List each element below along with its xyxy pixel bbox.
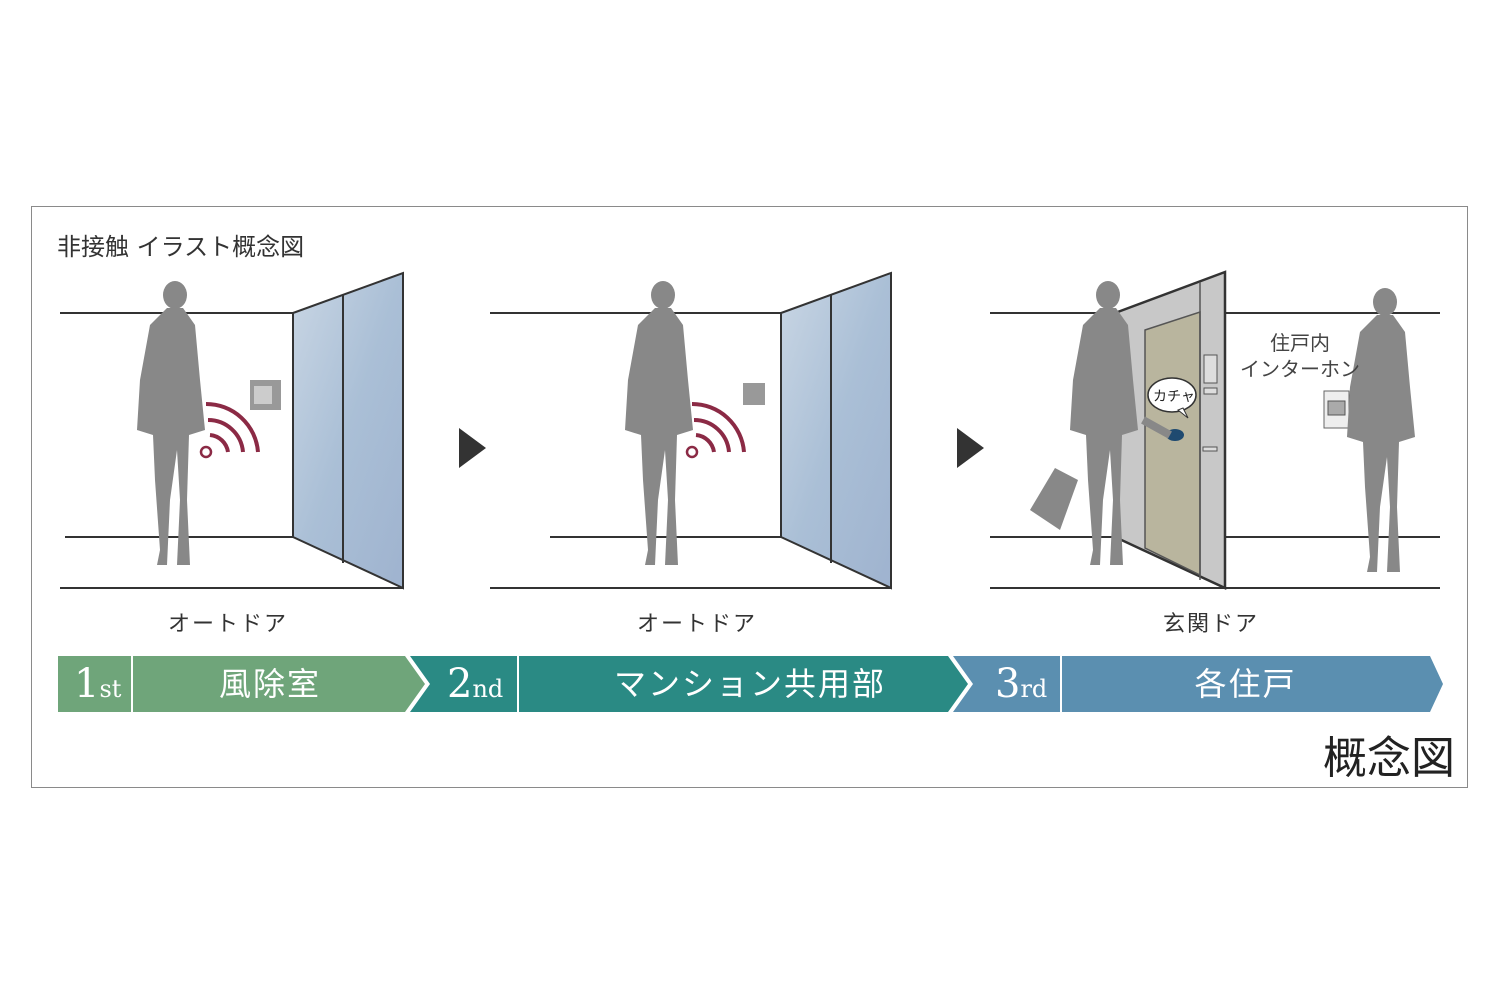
panel-2-scene — [490, 271, 892, 590]
speech-text: カチャ — [1153, 389, 1195, 405]
step-suffix: rd — [1020, 675, 1048, 703]
next-arrow-icon — [459, 428, 486, 468]
caption-auto-door-1: オートドア — [168, 612, 289, 637]
wireless-signal-icon — [691, 401, 746, 453]
caption-auto-door-2: オートドア — [637, 612, 758, 637]
intercom-label-line1: 住戸内 — [1270, 331, 1330, 355]
caption-entrance-door: 玄関ドア — [1163, 612, 1260, 637]
step-1-number: 1st — [74, 656, 121, 712]
step-suffix: nd — [472, 675, 504, 703]
step-1-label: 風除室 — [218, 665, 321, 703]
step-3-label: 各住戸 — [1194, 665, 1297, 703]
speech-bubble — [1147, 377, 1197, 413]
step-num: 2 — [447, 661, 473, 707]
next-arrow-icon — [957, 428, 984, 468]
step-num: 1 — [74, 661, 100, 707]
step-bar — [58, 656, 1443, 712]
step-num: 3 — [995, 661, 1021, 707]
step-3-number: 3rd — [995, 656, 1047, 712]
step-2-label: マンション共用部 — [613, 665, 886, 703]
diagram-frame — [31, 206, 1468, 788]
intercom-label-line2: インターホン — [1240, 357, 1360, 381]
step-suffix: st — [99, 675, 122, 703]
wireless-signal-icon — [205, 401, 260, 453]
auto-door — [780, 271, 892, 590]
auto-door — [292, 271, 404, 590]
panel-3-scene — [990, 270, 1440, 590]
panel-1-scene — [60, 271, 404, 590]
concept-label: 概念図 — [1323, 733, 1455, 784]
step-2-number: 2nd — [447, 656, 503, 712]
diagram-title: 非接触 イラスト概念図 — [57, 233, 305, 261]
intercom-label: 住戸内 インターホン — [1238, 330, 1362, 382]
